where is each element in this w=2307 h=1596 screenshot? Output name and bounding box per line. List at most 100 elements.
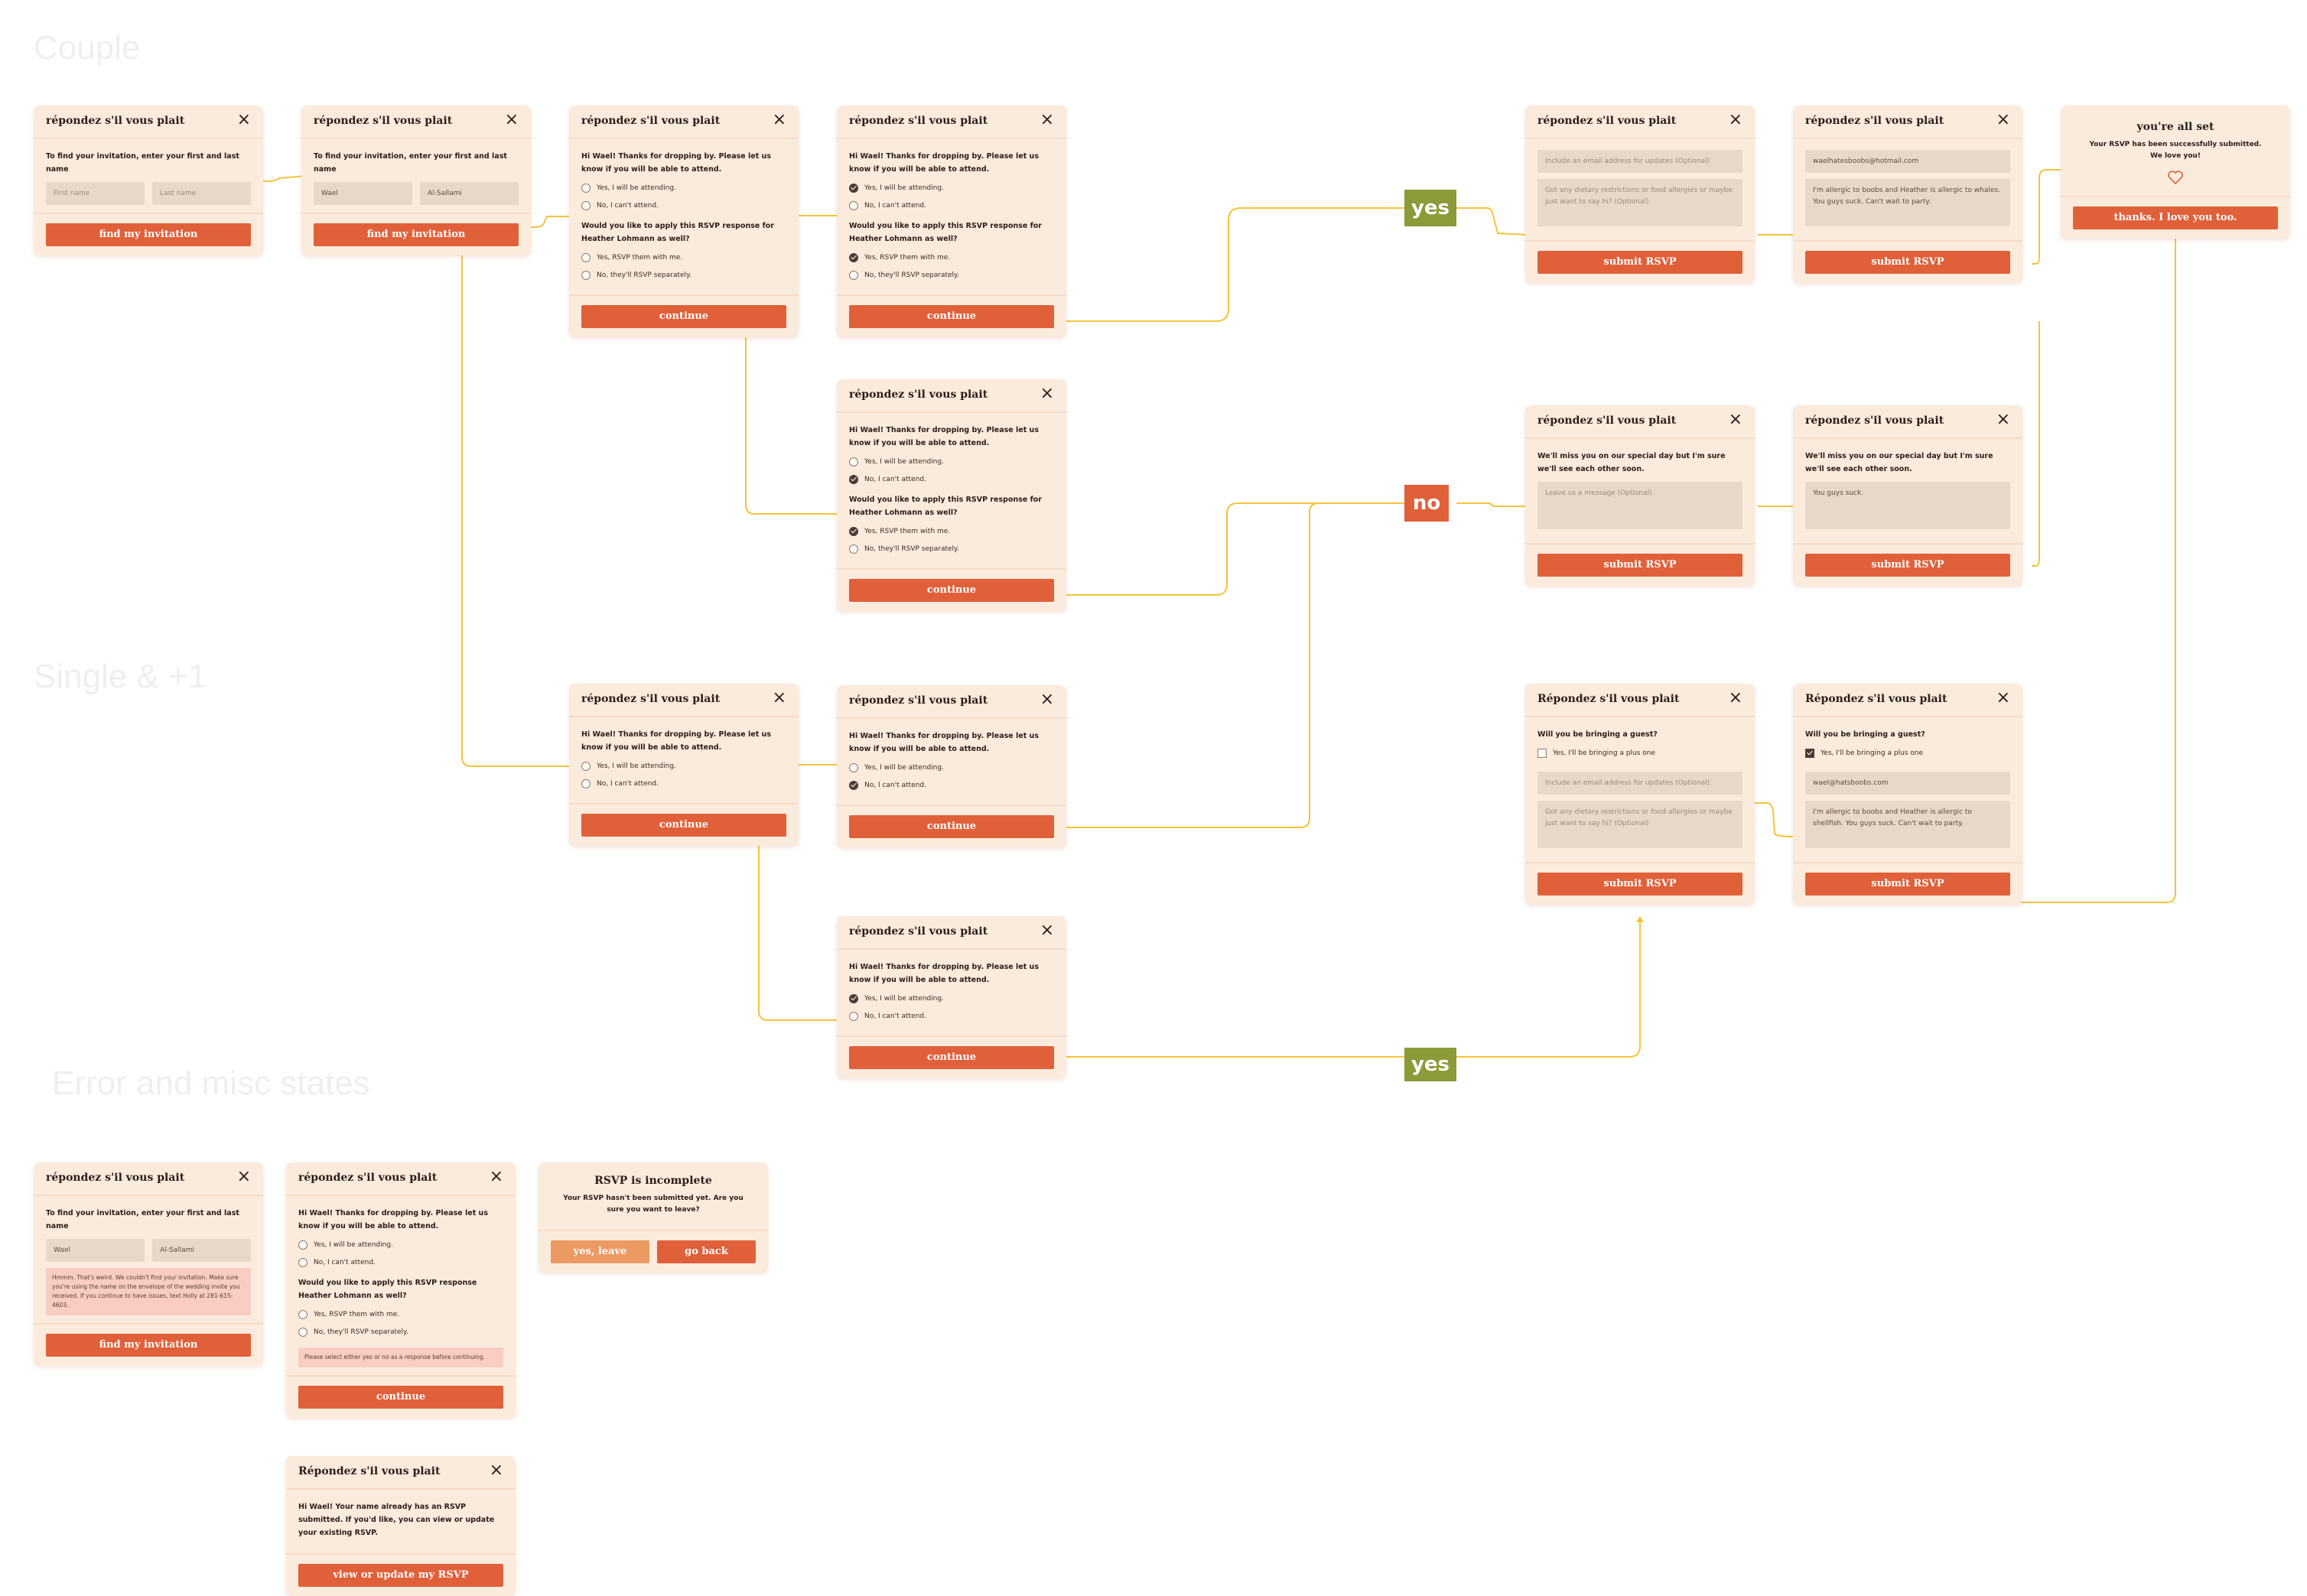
find-invitation-button[interactable]: find my invitation xyxy=(46,1334,251,1357)
radio-no-attend[interactable]: No, I can't attend. xyxy=(581,778,786,790)
close-icon[interactable]: × xyxy=(236,110,251,129)
close-icon[interactable]: × xyxy=(772,110,786,129)
go-back-button[interactable]: go back xyxy=(657,1240,756,1263)
attend-prompt: Hi Wael! Thanks for dropping by. Please … xyxy=(849,426,1039,447)
close-icon[interactable]: × xyxy=(504,110,519,129)
done-title: you're all set xyxy=(2136,121,2214,133)
card-already-submitted: Répondez s'il vous plait× Hi Wael! Your … xyxy=(286,1456,516,1596)
find-prompt: To find your invitation, enter your firs… xyxy=(46,1209,239,1230)
radio-yes-attend[interactable]: Yes, I will be attending. xyxy=(581,182,786,194)
continue-button[interactable]: continue xyxy=(298,1386,503,1409)
continue-button[interactable]: continue xyxy=(849,1046,1054,1069)
close-icon[interactable]: × xyxy=(1996,110,2010,129)
radio-rsvp-them[interactable]: Yes, RSVP them with me. xyxy=(849,252,1054,264)
close-icon[interactable]: × xyxy=(489,1167,503,1186)
radio-no-attend[interactable]: No, I can't attend. xyxy=(849,1010,1054,1022)
find-prompt: To find your invitation, enter your firs… xyxy=(314,152,507,174)
thanks-button[interactable]: thanks. I love you too. xyxy=(2073,206,2278,229)
first-name-input[interactable]: First name xyxy=(46,182,145,205)
submit-rsvp-button[interactable]: submit RSVP xyxy=(1805,251,2010,274)
radio-icon xyxy=(581,201,591,210)
submit-rsvp-button[interactable]: submit RSVP xyxy=(1805,873,2010,896)
close-icon[interactable]: × xyxy=(1996,688,2010,707)
close-icon[interactable]: × xyxy=(1996,410,2010,429)
radio-icon xyxy=(581,253,591,262)
first-name-input[interactable]: Wael xyxy=(46,1239,145,1262)
incomplete-text: Your RSVP hasn't been submitted yet. Are… xyxy=(563,1195,744,1214)
submit-rsvp-button[interactable]: submit RSVP xyxy=(1537,554,1742,577)
submit-rsvp-button[interactable]: submit RSVP xyxy=(1537,873,1742,896)
radio-rsvp-separately[interactable]: No, they'll RSVP separately. xyxy=(581,269,786,281)
last-name-input[interactable]: Last name xyxy=(152,182,251,205)
email-input[interactable]: wael@hatsboobs.com xyxy=(1805,772,2010,795)
close-icon[interactable]: × xyxy=(1040,690,1054,709)
radio-no-attend[interactable]: No, I can't attend. xyxy=(581,200,786,212)
radio-yes-attend[interactable]: Yes, I will be attending. xyxy=(849,993,1054,1005)
radio-yes-attend[interactable]: Yes, I will be attending. xyxy=(849,182,1054,194)
find-invitation-button[interactable]: find my invitation xyxy=(46,223,251,246)
card-title: répondez s'il vous plait xyxy=(581,115,721,127)
card-title: répondez s'il vous plait xyxy=(849,388,988,401)
submit-rsvp-button[interactable]: submit RSVP xyxy=(1537,251,1742,274)
diet-textarea[interactable]: I'm allergic to boobs and Heather is all… xyxy=(1805,179,2010,226)
checkbox-plus-one[interactable]: Yes, I'll be bringing a plus one xyxy=(1805,747,2010,759)
continue-button[interactable]: continue xyxy=(849,305,1054,328)
first-name-input[interactable]: Wael xyxy=(314,182,412,205)
diet-textarea[interactable]: I'm allergic to boobs and Heather is all… xyxy=(1805,801,2010,848)
checkbox-plus-one[interactable]: Yes, I'll be bringing a plus one xyxy=(1537,747,1742,759)
find-invitation-button[interactable]: find my invitation xyxy=(314,223,519,246)
continue-button[interactable]: continue xyxy=(849,815,1054,838)
card-single-attend-yes: répondez s'il vous plait× Hi Wael! Thank… xyxy=(837,916,1066,1078)
radio-icon xyxy=(849,1012,858,1021)
radio-no-attend[interactable]: No, I can't attend. xyxy=(298,1256,503,1269)
checkbox-label: Yes, I'll be bringing a plus one xyxy=(1821,749,1924,757)
last-name-input[interactable]: Al-Sallami xyxy=(152,1239,251,1262)
radio-rsvp-them[interactable]: Yes, RSVP them with me. xyxy=(849,525,1054,538)
radio-rsvp-separately[interactable]: No, they'll RSVP separately. xyxy=(849,269,1054,281)
close-icon[interactable]: × xyxy=(236,1167,251,1186)
continue-button[interactable]: continue xyxy=(849,579,1054,602)
radio-rsvp-them[interactable]: Yes, RSVP them with me. xyxy=(581,252,786,264)
apply-prompt: Would you like to apply this RSVP respon… xyxy=(581,222,774,243)
message-textarea[interactable]: Leave us a message (Optional) xyxy=(1537,482,1742,529)
close-icon[interactable]: × xyxy=(1040,110,1054,129)
radio-icon xyxy=(581,779,591,788)
radio-yes-attend[interactable]: Yes, I will be attending. xyxy=(849,456,1054,468)
continue-button[interactable]: continue xyxy=(581,305,786,328)
radio-rsvp-separately[interactable]: No, they'll RSVP separately. xyxy=(849,543,1054,555)
close-icon[interactable]: × xyxy=(1728,410,1742,429)
last-name-input[interactable]: Al-Sallami xyxy=(420,182,519,205)
email-input[interactable]: Include an email address for updates (Op… xyxy=(1537,150,1742,173)
radio-yes-attend[interactable]: Yes, I will be attending. xyxy=(581,760,786,772)
close-icon[interactable]: × xyxy=(1040,384,1054,403)
close-icon[interactable]: × xyxy=(1728,110,1742,129)
close-icon[interactable]: × xyxy=(489,1461,503,1480)
email-input[interactable]: Include an email address for updates (Op… xyxy=(1537,772,1742,795)
continue-button[interactable]: continue xyxy=(581,814,786,837)
yes-leave-button[interactable]: yes, leave xyxy=(551,1240,649,1263)
radio-rsvp-them[interactable]: Yes, RSVP them with me. xyxy=(298,1308,503,1321)
card-title: Répondez s'il vous plait xyxy=(298,1465,441,1477)
radio-no-attend[interactable]: No, I can't attend. xyxy=(849,200,1054,212)
card-submit-yes-filled: répondez s'il vous plait× waelhatesboobs… xyxy=(1793,106,2022,283)
close-icon[interactable]: × xyxy=(1040,921,1054,940)
email-input[interactable]: waelhatesboobs@hotmail.com xyxy=(1805,150,2010,173)
card-error-not-found: répondez s'il vous plait× To find your i… xyxy=(34,1162,263,1366)
card-single-attend-empty: répondez s'il vous plait× Hi Wael! Thank… xyxy=(569,684,799,846)
close-icon[interactable]: × xyxy=(772,688,786,707)
diet-textarea[interactable]: Got any dietary restrictions or food all… xyxy=(1537,179,1742,226)
diet-textarea[interactable]: Got any dietary restrictions or food all… xyxy=(1537,801,1742,848)
radio-label: Yes, I will be attending. xyxy=(864,184,944,192)
submit-rsvp-button[interactable]: submit RSVP xyxy=(1805,554,2010,577)
radio-label: No, they'll RSVP separately. xyxy=(864,545,959,553)
radio-yes-attend[interactable]: Yes, I will be attending. xyxy=(298,1239,503,1251)
view-update-button[interactable]: view or update my RSVP xyxy=(298,1564,503,1587)
radio-no-attend[interactable]: No, I can't attend. xyxy=(849,473,1054,486)
badge-yes-1: yes xyxy=(1404,190,1456,226)
radio-no-attend[interactable]: No, I can't attend. xyxy=(849,779,1054,791)
radio-yes-attend[interactable]: Yes, I will be attending. xyxy=(849,762,1054,774)
radio-rsvp-separately[interactable]: No, they'll RSVP separately. xyxy=(298,1326,503,1338)
close-icon[interactable]: × xyxy=(1728,688,1742,707)
message-textarea[interactable]: You guys suck. xyxy=(1805,482,2010,529)
card-find-empty: répondez s'il vous plait× To find your i… xyxy=(34,106,263,255)
